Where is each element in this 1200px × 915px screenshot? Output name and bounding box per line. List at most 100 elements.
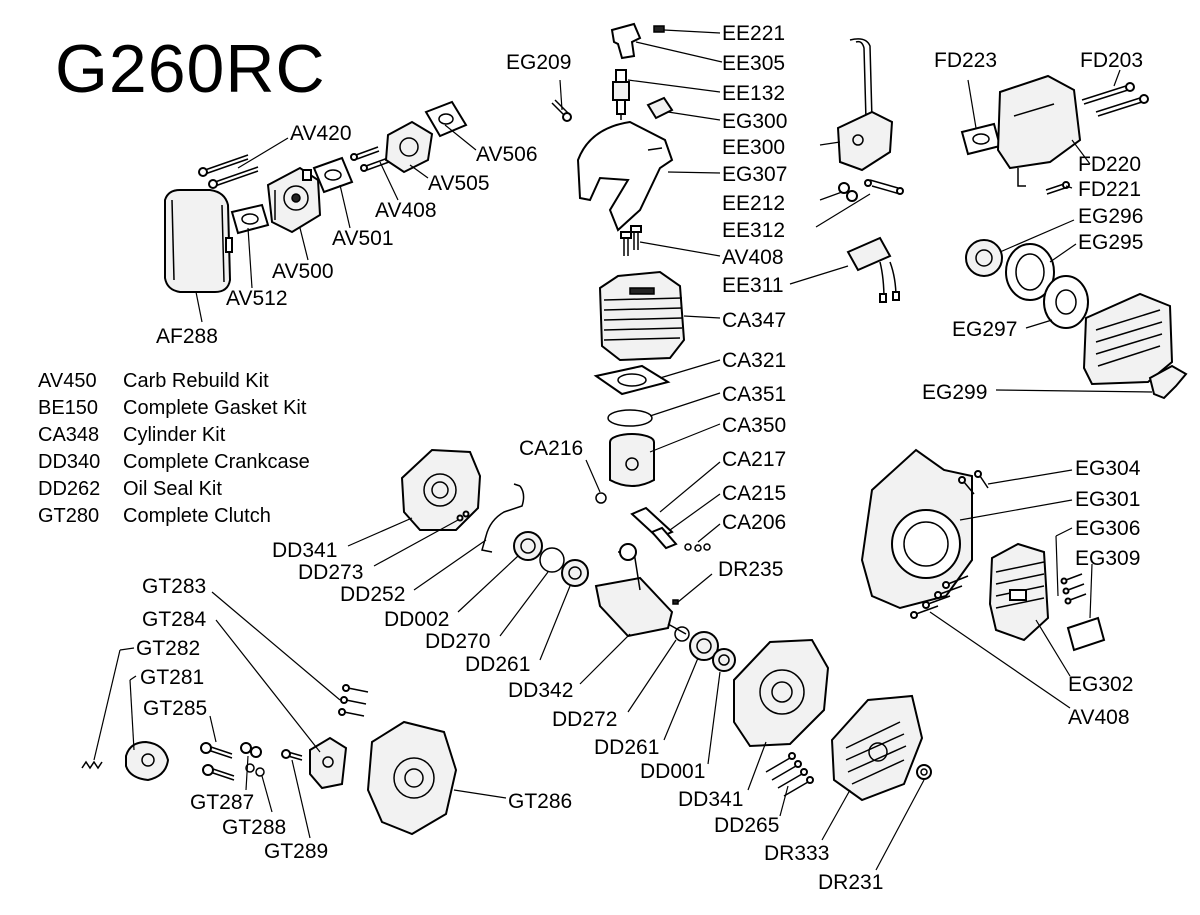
clutch-cover-screws-drawing	[338, 684, 369, 717]
kit-description: Carb Rebuild Kit	[123, 370, 269, 392]
kit-code: DD262	[38, 478, 101, 500]
label-dd342: DD342	[508, 679, 573, 702]
cylinder-shroud-drawing	[576, 120, 674, 232]
piston-ring-drawing	[607, 409, 653, 427]
label-av408-left: AV408	[375, 199, 437, 222]
kit-row-oil-seal: DD262 Oil Seal Kit	[38, 476, 310, 503]
label-ca217: CA217	[722, 448, 786, 471]
cylinder-drawing	[598, 270, 686, 362]
intake-manifold-drawing	[384, 120, 434, 174]
oil-seal-right-drawing	[712, 648, 736, 672]
clutch-drum-screw-drawing	[281, 749, 303, 761]
small-circlips-drawing	[684, 543, 711, 552]
label-av512: AV512	[226, 287, 288, 310]
label-av501: AV501	[332, 227, 394, 250]
label-gt289: GT289	[264, 840, 328, 863]
label-dd261-left: DD261	[465, 653, 530, 676]
muffler-screw-drawing	[1045, 181, 1070, 195]
muffler-drawing	[996, 74, 1082, 187]
label-gt286: GT286	[508, 790, 572, 813]
air-filter-drawing	[164, 189, 233, 293]
label-ee221: EE221	[722, 22, 785, 45]
label-eg304: EG304	[1075, 457, 1141, 480]
label-ca347: CA347	[722, 309, 786, 332]
label-ca350: CA350	[722, 414, 786, 437]
label-eg307: EG307	[722, 163, 787, 186]
label-eg301: EG301	[1075, 488, 1140, 511]
wrist-pin-drawing	[630, 506, 678, 550]
label-av408-top: AV408	[722, 246, 784, 269]
spark-plug-cap-drawing	[610, 22, 665, 60]
label-dr333: DR333	[764, 842, 829, 865]
label-eg297: EG297	[952, 318, 1017, 341]
ignition-coil-drawing	[836, 38, 894, 172]
label-av506: AV506	[476, 143, 538, 166]
crankcase-right-drawing	[733, 638, 830, 748]
label-eg299: EG299	[922, 381, 987, 404]
label-dd270: DD270	[425, 630, 490, 653]
label-eg302: EG302	[1068, 673, 1133, 696]
kit-description: Complete Gasket Kit	[123, 397, 307, 419]
label-ee305: EE305	[722, 52, 785, 75]
leader-lines	[93, 29, 1153, 871]
label-ee212: EE212	[722, 192, 785, 215]
label-fd203: FD203	[1080, 49, 1143, 72]
label-ee311: EE311	[722, 274, 784, 297]
crankcase-screws-drawing	[765, 752, 814, 797]
label-dd261-mid: DD261	[594, 736, 659, 759]
flywheel-nut-drawing	[916, 764, 932, 780]
label-ca206: CA206	[722, 511, 786, 534]
intake-gasket-drawing	[312, 156, 354, 194]
starter-handle-drawing	[1148, 364, 1188, 400]
label-eg306: EG306	[1075, 517, 1140, 540]
fan-housing-screws-drawing	[958, 470, 989, 495]
housing-screws-drawing	[910, 575, 969, 619]
label-ca215: CA215	[722, 482, 786, 505]
label-av500: AV500	[272, 260, 334, 283]
flywheel-drawing	[830, 694, 924, 802]
muffler-bolts-drawing	[1081, 82, 1149, 117]
label-dd272: DD272	[552, 708, 617, 731]
label-eg300: EG300	[722, 110, 787, 133]
main-bearing-left-drawing	[513, 531, 543, 561]
part-labels: EE221 EE305 EG209 EE132 EG300 EE300 EG30…	[136, 22, 1143, 894]
long-screws-drawing	[198, 154, 259, 189]
spark-plug-drawing	[612, 69, 630, 120]
circlip-drawing	[595, 492, 607, 504]
label-gt281: GT281	[140, 666, 204, 689]
label-eg296: EG296	[1078, 205, 1143, 228]
label-dd002: DD002	[384, 608, 449, 631]
label-ca351: CA351	[722, 383, 786, 406]
main-bearing-right-drawing	[689, 631, 719, 661]
clutch-bolts-drawing	[200, 742, 235, 781]
label-dd273: DD273	[298, 561, 363, 584]
label-av420: AV420	[290, 122, 352, 145]
kit-description: Oil Seal Kit	[123, 478, 222, 500]
stop-switch-drawing	[846, 236, 900, 303]
starter-screws-drawing	[1060, 573, 1087, 605]
label-fd223: FD223	[934, 49, 997, 72]
bearing-circlip-drawing	[539, 547, 565, 573]
woodruff-key-drawing	[672, 599, 679, 605]
label-dr235: DR235	[718, 558, 783, 581]
label-ee312: EE312	[722, 219, 785, 242]
label-af288: AF288	[156, 325, 218, 348]
rewind-spring-drawing	[1005, 243, 1055, 301]
label-ca216: CA216	[519, 437, 583, 460]
kit-code: DD340	[38, 451, 101, 473]
label-gt285: GT285	[143, 697, 207, 720]
carburetor-drawing	[266, 166, 322, 234]
label-eg309: EG309	[1075, 547, 1140, 570]
label-ee132: EE132	[722, 82, 785, 105]
fan-housing-drawing	[860, 448, 973, 610]
muffler-gasket-drawing	[960, 122, 1002, 156]
base-gasket-drawing	[593, 364, 671, 396]
ignition-clip-drawing	[646, 96, 674, 120]
kit-description: Cylinder Kit	[123, 424, 226, 446]
crankcase-gasket-drawing	[481, 483, 525, 553]
